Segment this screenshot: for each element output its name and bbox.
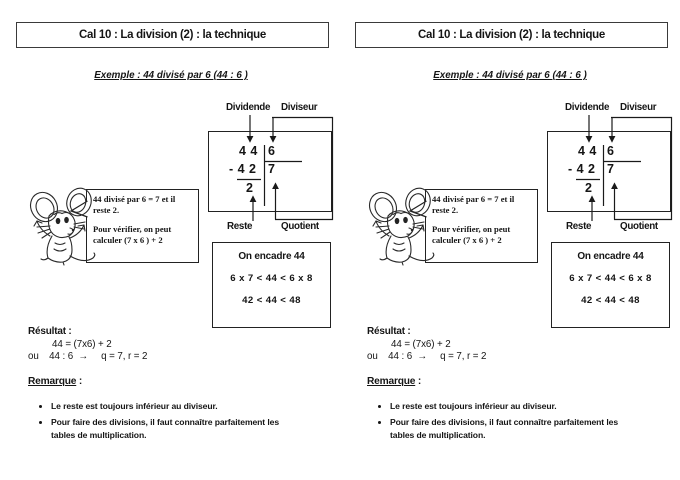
quotient-label: Quotient: [281, 221, 319, 232]
remark-heading-word: Remarque: [367, 376, 416, 387]
remark-item: Le reste est toujours inférieur au divis…: [51, 400, 347, 412]
reste-label: Reste: [227, 221, 253, 232]
result-line-2: ou 44 : 6 → q = 7, r = 2: [28, 351, 148, 362]
lesson-title: Cal 10 : La division (2) : la technique: [417, 29, 606, 41]
worksheet-page: Cal 10 : La division (2) : la technique …: [0, 0, 340, 480]
speech-bubble-text-1: 44 divisé par 6 = 7 et il reste 2.: [432, 194, 515, 215]
result-heading: Résultat :: [367, 326, 411, 337]
result-line-1: 44 = (7x6) + 2: [52, 339, 112, 350]
diviseur-label: Diviseur: [281, 102, 318, 113]
example-heading: Exemple : 44 divisé par 6 (44 : 6 ): [433, 70, 587, 81]
subtraction-value: - 4 2: [229, 162, 257, 176]
speech-bubble-text-1: 44 divisé par 6 = 7 et il reste 2.: [93, 194, 176, 215]
diviseur-label: Diviseur: [620, 102, 657, 113]
encadrement-title: On encadre 44: [577, 251, 644, 262]
result-line-1: 44 = (7x6) + 2: [391, 339, 451, 350]
divisor-value: 6: [607, 144, 615, 158]
lesson-title-box: Cal 10 : La division (2) : la technique: [16, 22, 329, 48]
divisor-value: 6: [268, 144, 276, 158]
subtraction-value: - 4 2: [568, 162, 596, 176]
speech-bubble-text-2: Pour vérifier, on peut calculer (7 x 6 )…: [432, 224, 511, 245]
speech-bubble-text-2: Pour vérifier, on peut calculer (7 x 6 )…: [93, 224, 172, 245]
encadrement-line-1: 6 x 7 < 44 < 6 x 8: [230, 273, 313, 284]
encadrement-line-1: 6 x 7 < 44 < 6 x 8: [569, 273, 652, 284]
dividend-value: 4 4: [239, 144, 258, 158]
result-heading: Résultat :: [28, 326, 72, 337]
encadrement-box: On encadre 44 6 x 7 < 44 < 6 x 8 42 < 44…: [212, 242, 331, 328]
result-section: Résultat : 44 = (7x6) + 2 ou 44 : 6 → q …: [367, 326, 486, 363]
quotient-label: Quotient: [620, 221, 658, 232]
remark-heading-word: Remarque: [28, 376, 77, 387]
remainder-value: 2: [585, 181, 593, 195]
mouse-icon: [368, 187, 435, 266]
remark-heading: Remarque :: [367, 376, 421, 387]
speech-bubble: 44 divisé par 6 = 7 et il reste 2. Pour …: [86, 189, 199, 263]
encadrement-title: On encadre 44: [238, 251, 305, 262]
remark-list: Le reste est toujours inférieur au divis…: [377, 400, 680, 445]
result-section: Résultat : 44 = (7x6) + 2 ou 44 : 6 → q …: [28, 326, 147, 363]
quotient-value: 7: [607, 162, 615, 176]
remark-heading-colon: :: [415, 376, 422, 387]
mouse-icon: [29, 187, 96, 266]
dividende-label: Dividende: [226, 102, 271, 113]
reste-label: Reste: [566, 221, 592, 232]
lesson-title-box: Cal 10 : La division (2) : la technique: [355, 22, 668, 48]
encadrement-box: On encadre 44 6 x 7 < 44 < 6 x 8 42 < 44…: [551, 242, 670, 328]
remark-item: Pour faire des divisions, il faut connaî…: [51, 416, 347, 441]
encadrement-line-2: 42 < 44 < 48: [242, 295, 301, 306]
worksheet-page-right: Cal 10 : La division (2) : la technique …: [339, 0, 679, 480]
remark-item: Pour faire des divisions, il faut connaî…: [390, 416, 680, 441]
remark-list: Le reste est toujours inférieur au divis…: [38, 400, 347, 445]
remark-heading: Remarque :: [28, 376, 82, 387]
remainder-value: 2: [246, 181, 254, 195]
dividende-label: Dividende: [565, 102, 610, 113]
quotient-value: 7: [268, 162, 276, 176]
remark-heading-colon: :: [76, 376, 83, 387]
speech-bubble: 44 divisé par 6 = 7 et il reste 2. Pour …: [425, 189, 538, 263]
lesson-title: Cal 10 : La division (2) : la technique: [78, 29, 267, 41]
remark-item: Le reste est toujours inférieur au divis…: [390, 400, 680, 412]
example-heading: Exemple : 44 divisé par 6 (44 : 6 ): [94, 70, 248, 81]
dividend-value: 4 4: [578, 144, 597, 158]
encadrement-line-2: 42 < 44 < 48: [581, 295, 640, 306]
result-line-2: ou 44 : 6 → q = 7, r = 2: [367, 351, 487, 362]
